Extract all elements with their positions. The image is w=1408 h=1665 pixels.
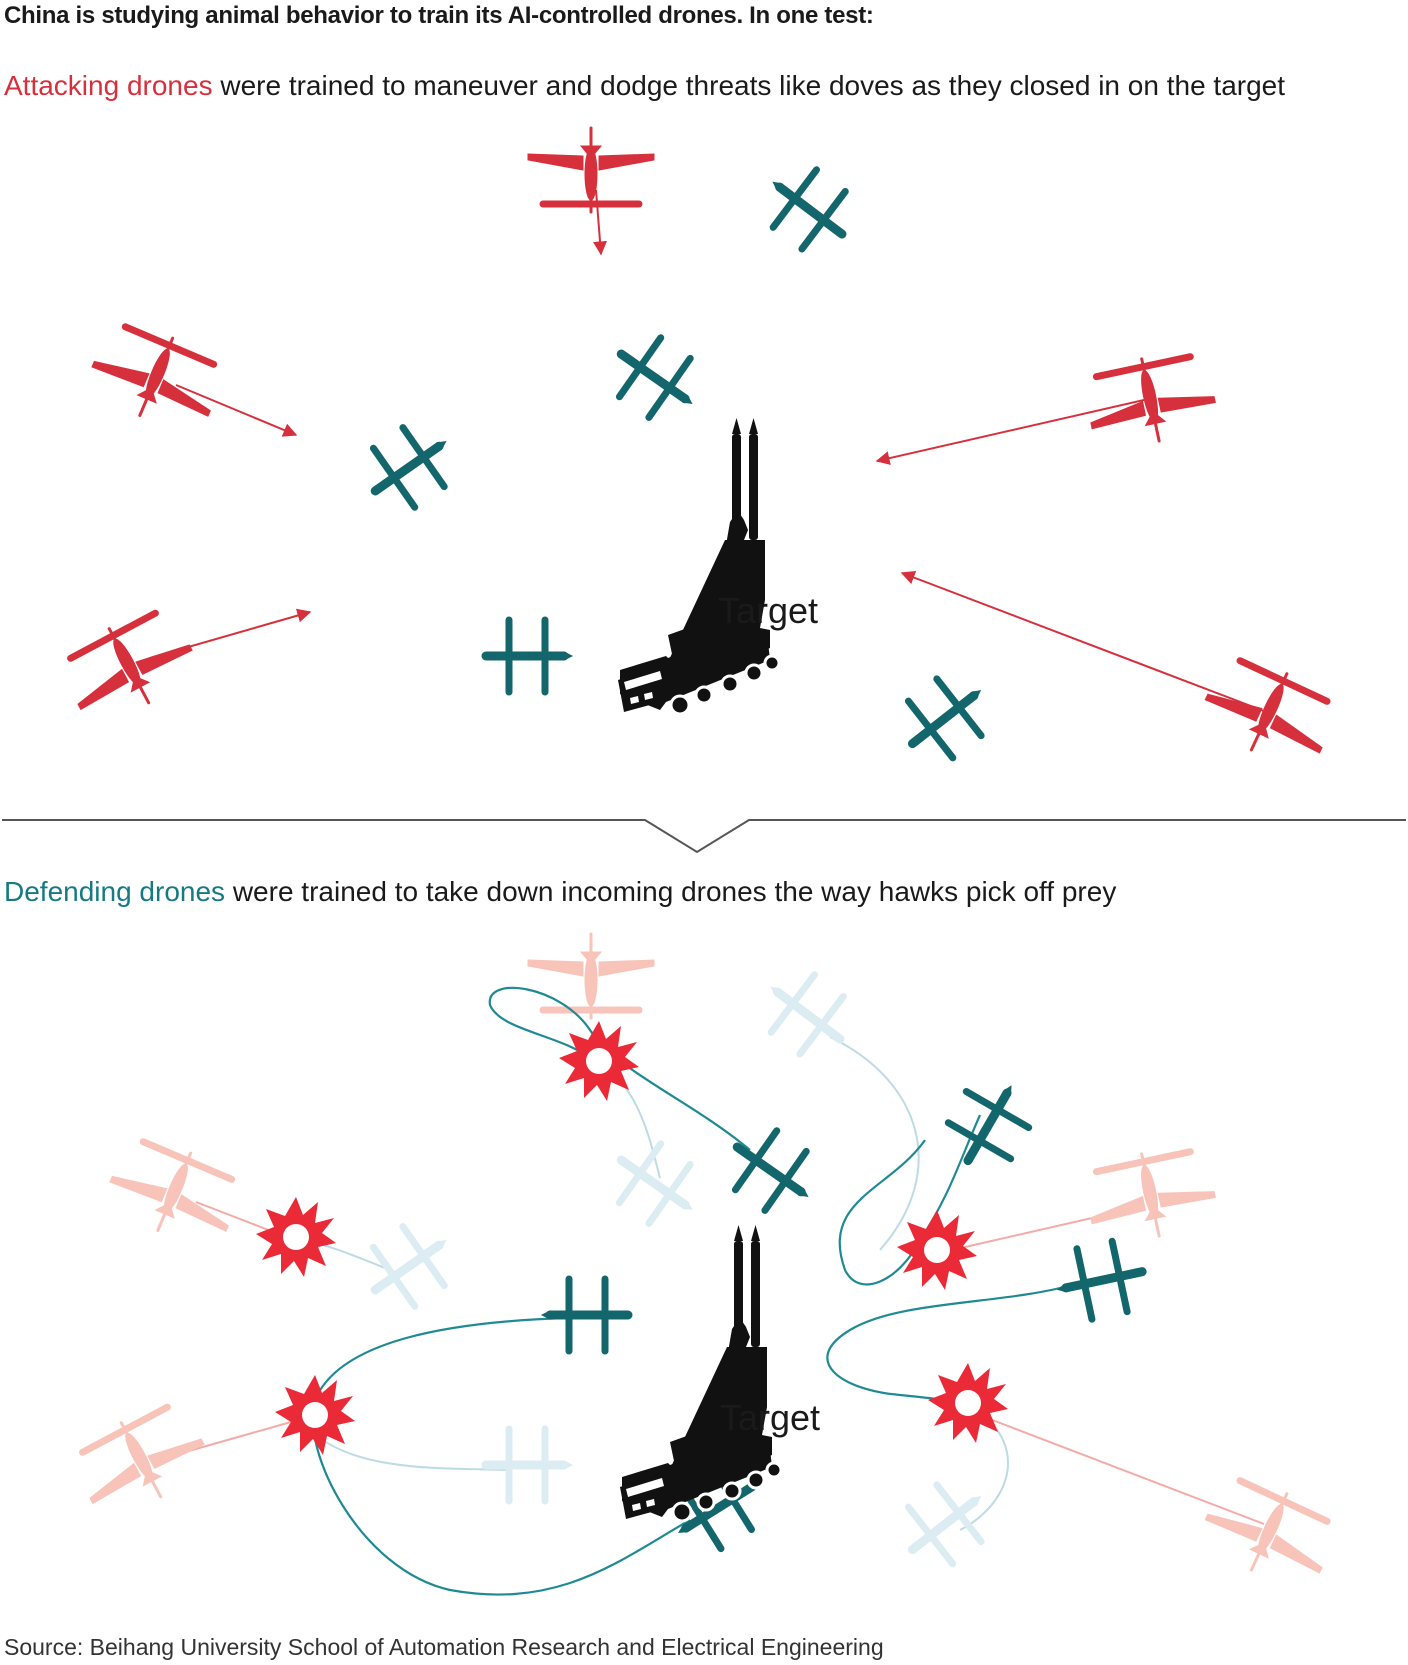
- defending-drone-icon: [542, 1279, 628, 1351]
- caption-defending: Defending drones were trained to take do…: [4, 876, 1116, 908]
- defender-trail: [838, 1114, 982, 1286]
- attacking-drone-icon: [1194, 647, 1344, 776]
- attacking-drone-icon: [1194, 1467, 1344, 1596]
- attacking-drone-icon: [1080, 346, 1221, 454]
- defending-drone-icon: [750, 959, 862, 1068]
- explosion-icon: [256, 1197, 336, 1277]
- attacking-drone-icon: [1080, 1141, 1221, 1249]
- defending-description: were trained to take down incoming drone…: [225, 876, 1117, 907]
- figure-title: China is studying animal behavior to tra…: [4, 2, 874, 29]
- panel-attacking: Target: [54, 128, 1344, 777]
- defending-drone-icon: [486, 1429, 572, 1501]
- caption-attacking: Attacking drones were trained to maneuve…: [4, 70, 1285, 102]
- defending-drone-icon: [355, 1211, 467, 1319]
- defending-drone-icon: [1051, 1236, 1150, 1324]
- launcher-vehicle-icon: [616, 416, 781, 716]
- attacking-drone-icon: [528, 128, 654, 212]
- attacking-drone-icon: [66, 1393, 217, 1526]
- defender-trail-faded: [959, 1417, 1009, 1531]
- defending-drone-icon: [752, 154, 864, 263]
- arrow-icon: [593, 189, 607, 256]
- attacker-trail: [986, 1417, 1265, 1525]
- defending-drone-icon: [937, 1068, 1042, 1178]
- explosion-icon: [928, 1363, 1008, 1443]
- launcher-vehicle-icon: [618, 1223, 783, 1523]
- defending-drones-label: Defending drones: [4, 876, 226, 907]
- attacking-drone-icon: [100, 1129, 249, 1256]
- panel-divider: [2, 819, 1406, 854]
- attacking-drone-icon: [528, 934, 654, 1018]
- attacking-description: were trained to maneuver and dodge threa…: [212, 70, 1286, 101]
- attacking-drone-icon: [82, 314, 231, 441]
- source-note: Source: Beihang University School of Aut…: [4, 1634, 884, 1660]
- defender-trail: [311, 1316, 691, 1596]
- target-label: Target: [720, 1397, 820, 1438]
- defending-drone-icon: [486, 620, 572, 692]
- defender-trail: [826, 1283, 1073, 1407]
- explosion-icon: [897, 1210, 977, 1290]
- defending-drone-icon: [717, 1118, 829, 1226]
- explosion-icon: [559, 1021, 639, 1101]
- defender-trail: [488, 986, 751, 1151]
- defending-drone-icon: [601, 1131, 713, 1239]
- arrow-icon: [900, 570, 1265, 712]
- arrow-icon: [175, 384, 298, 437]
- target-label: Target: [718, 590, 818, 631]
- defending-drone-icon: [890, 662, 1002, 772]
- arrow-icon: [875, 399, 1145, 466]
- defending-drone-icon: [355, 412, 467, 520]
- panel-defending: Target: [66, 934, 1344, 1597]
- attacking-drone-icon: [54, 599, 205, 732]
- attacking-drones-label: Attacking drones: [4, 70, 213, 101]
- defending-drone-icon: [890, 1468, 1002, 1578]
- defending-drone-icon: [601, 325, 713, 433]
- defender-trail-faded: [829, 1036, 920, 1251]
